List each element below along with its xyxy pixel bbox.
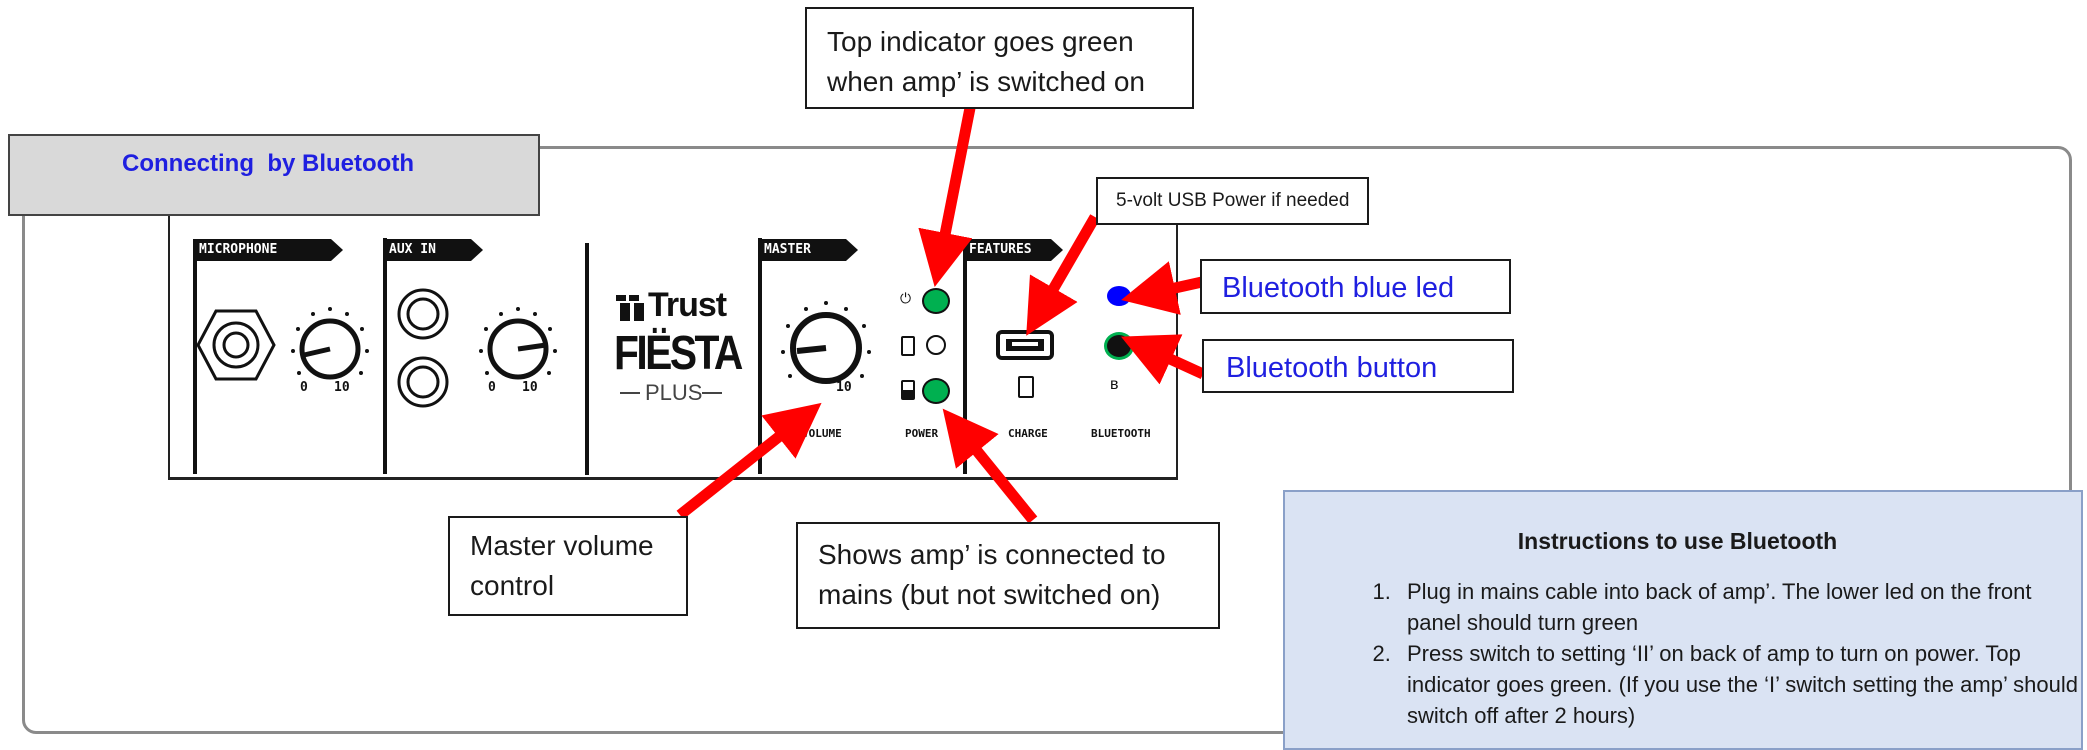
bluetooth-label: BLUETOOTH bbox=[1091, 427, 1151, 440]
arrow-master-volume bbox=[676, 402, 822, 520]
callout-usb-power: 5-volt USB Power if needed bbox=[1096, 177, 1369, 225]
brand-model: FIËSTA bbox=[614, 327, 743, 380]
aux-gain-knob-icon[interactable] bbox=[473, 303, 563, 389]
brand-sub-rule-left bbox=[620, 392, 640, 394]
arrow-mains bbox=[942, 408, 1038, 524]
battery-status-led bbox=[926, 335, 946, 355]
power-label: POWER bbox=[905, 427, 939, 440]
arrow-usb-power bbox=[1026, 214, 1100, 336]
master-volume-knob-icon[interactable] bbox=[776, 298, 876, 392]
mic-section-divider bbox=[193, 258, 197, 474]
arrow-bt-led bbox=[1121, 261, 1204, 315]
callout-arrows bbox=[676, 106, 1206, 524]
aux-scale-max: 10 bbox=[522, 380, 538, 395]
brand-logo-text: Trust bbox=[648, 286, 727, 324]
master-tag: MASTER bbox=[758, 239, 858, 261]
aux-scale-min: 0 bbox=[488, 380, 496, 395]
mic-scale-max: 10 bbox=[334, 380, 350, 395]
features-tag: FEATURES bbox=[963, 239, 1063, 261]
instruction-item: Press switch to setting ‘II’ on back of … bbox=[1397, 638, 2087, 731]
control-panel: MICROPHONE AUX IN MASTER FEATURES 0 10 0… bbox=[168, 208, 1178, 480]
aux-jacks-icon[interactable] bbox=[395, 280, 451, 418]
callout-mains-line2: mains (but not switched on) bbox=[818, 579, 1161, 610]
mains-indicator-led bbox=[922, 378, 950, 404]
mic-scale-min: 0 bbox=[300, 380, 308, 395]
callout-mains: Shows amp’ is connected to mains (but no… bbox=[796, 522, 1220, 629]
callout-master-volume-line1: Master volume bbox=[470, 530, 654, 561]
battery-empty-icon bbox=[901, 336, 915, 356]
usb-port-icon[interactable] bbox=[996, 328, 1054, 362]
header-box: Connecting by Bluetooth bbox=[8, 134, 540, 216]
power-standby-icon: ⏻ bbox=[900, 290, 912, 306]
bluetooth-symbol-icon: ʙ bbox=[1110, 376, 1119, 393]
master-section-divider bbox=[758, 238, 762, 474]
brand-sub-rule-right bbox=[702, 392, 722, 394]
features-section-divider bbox=[963, 238, 967, 474]
microphone-jack-icon[interactable] bbox=[196, 308, 276, 382]
trust-logo-mark-icon bbox=[616, 295, 644, 321]
aux-section-divider bbox=[383, 238, 387, 474]
instruction-item: Plug in mains cable into back of amp’. T… bbox=[1397, 576, 2087, 638]
power-on-indicator-led bbox=[922, 288, 950, 314]
amp-case-outline bbox=[22, 146, 2072, 734]
instructions-panel: Instructions to use Bluetooth Plug in ma… bbox=[1283, 490, 2083, 750]
instructions-list: Plug in mains cable into back of amp’. T… bbox=[1357, 576, 2087, 731]
callout-top-indicator-line1: Top indicator goes green bbox=[827, 26, 1134, 57]
brand-sub: PLUS bbox=[645, 380, 703, 405]
callout-mains-line1: Shows amp’ is connected to bbox=[818, 539, 1166, 570]
callout-top-indicator-line2: when amp’ is switched on bbox=[827, 66, 1146, 97]
instructions-title: Instructions to use Bluetooth bbox=[1517, 528, 1838, 554]
microphone-tag: MICROPHONE bbox=[193, 239, 343, 261]
mic-gain-knob-icon[interactable] bbox=[285, 303, 375, 389]
callout-bt-button: Bluetooth button bbox=[1202, 339, 1514, 393]
battery-charging-icon bbox=[901, 380, 915, 400]
arrow-top-indicator bbox=[918, 106, 976, 287]
page-title: Connecting by Bluetooth bbox=[122, 150, 414, 177]
arrow-bt-button bbox=[1120, 334, 1206, 385]
callout-master-volume-line2: control bbox=[470, 570, 555, 601]
master-scale-max: 10 bbox=[836, 380, 852, 395]
callout-bt-led-text: Bluetooth blue led bbox=[1222, 272, 1455, 304]
aux-in-tag: AUX IN bbox=[383, 239, 483, 261]
callout-bt-button-text: Bluetooth button bbox=[1226, 352, 1438, 384]
charge-label: CHARGE bbox=[1008, 427, 1048, 440]
callout-master-volume: Master volume control bbox=[448, 516, 688, 616]
brand-section-divider bbox=[585, 243, 589, 475]
callout-bt-led: Bluetooth blue led bbox=[1200, 259, 1511, 314]
phone-charge-icon bbox=[1018, 376, 1034, 398]
callout-usb-power-text: 5-volt USB Power if needed bbox=[1116, 190, 1350, 211]
callout-top-indicator: Top indicator goes green when amp’ is sw… bbox=[805, 7, 1194, 109]
